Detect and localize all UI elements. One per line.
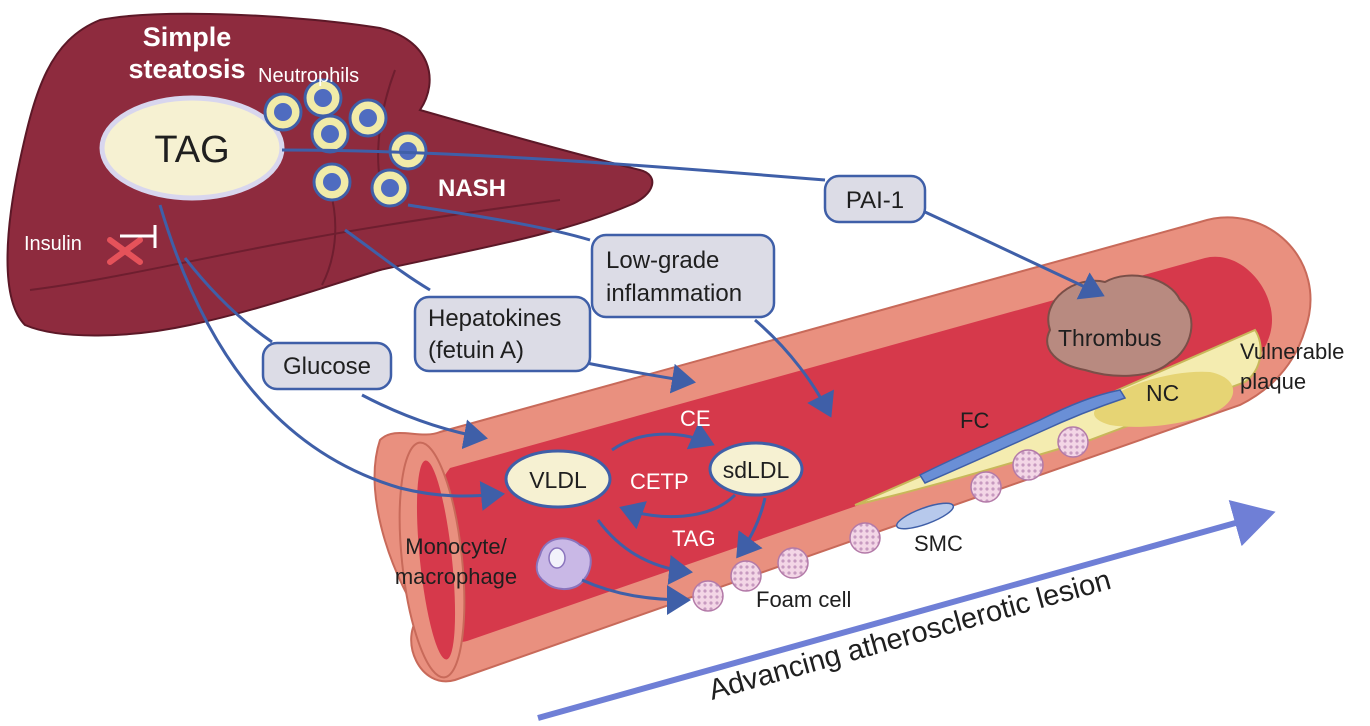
nc-label: NC — [1146, 380, 1179, 406]
blood-vessel — [373, 216, 1312, 683]
foam-cell — [730, 560, 762, 592]
liver-to-hepatokines-arrow — [344, 228, 431, 292]
fc-label: FC — [960, 408, 989, 433]
monocyte-label-line2: macrophage — [395, 564, 517, 589]
thrombus-label: Thrombus — [1058, 325, 1162, 351]
vldl-particle — [504, 449, 612, 509]
hepatokines-label-line1: Hepatokines — [428, 305, 561, 332]
necrotic-core — [1094, 371, 1234, 427]
low-grade-inflammation-box: Low-grade inflammation — [590, 233, 776, 319]
cetp-label: CETP — [630, 469, 689, 494]
sdldl-label: sdLDL — [723, 457, 790, 483]
simple-steatosis-line1: Simple — [143, 22, 232, 52]
vldl-label: VLDL — [529, 467, 587, 493]
tag-to-vldl-arrow — [158, 204, 505, 511]
vessel-tag-label: TAG — [672, 526, 716, 551]
smc-cell — [895, 502, 955, 530]
ce-arrow — [611, 421, 715, 452]
inflammation-to-vessel-arrow — [754, 318, 835, 418]
sdldl-particle — [708, 441, 804, 497]
tag-to-pai1-arrow — [281, 148, 826, 182]
monocyte-cell — [535, 537, 592, 590]
glucose-box: Glucose — [261, 341, 393, 391]
neutrophils — [263, 78, 428, 208]
liver-to-glucose-arrow — [183, 257, 273, 344]
fibrous-cap — [918, 389, 1127, 484]
monocyte-label-line1: Monocyte/ — [405, 534, 507, 559]
nash-to-inflammation-arrow — [407, 203, 591, 242]
tag-droplet — [99, 95, 285, 201]
pathway-arrows — [158, 148, 1105, 511]
glucose-to-vessel-arrow — [361, 393, 488, 450]
foam-cell — [777, 547, 809, 579]
nash-label: NASH — [438, 175, 506, 202]
hepatokines-box: Hepatokines (fetuin A) — [413, 295, 592, 373]
tag-label: TAG — [154, 129, 229, 171]
glucose-label: Glucose — [283, 353, 371, 380]
monocyte-to-foam-arrow — [581, 578, 691, 615]
foam-cell — [970, 471, 1002, 503]
foam-cell — [1012, 449, 1044, 481]
vulnerable-plaque-line1: Vulnerable — [1240, 339, 1344, 364]
pai1-to-thrombus-arrow — [924, 210, 1105, 300]
foam-cells — [692, 426, 1089, 612]
insulin-block-icon — [107, 225, 157, 265]
liver — [6, 12, 654, 337]
pai1-box: PAI-1 — [823, 174, 927, 224]
sdldl-to-foam-arrow — [736, 497, 767, 559]
pai1-label: PAI-1 — [846, 187, 904, 214]
ce-label: CE — [680, 406, 711, 431]
hepatokines-label-line2: (fetuin A) — [428, 337, 524, 364]
foam-cell — [1057, 426, 1089, 458]
advancing-lesion-label: Advancing atherosclerotic lesion — [705, 564, 1114, 707]
foam-cell — [849, 522, 881, 554]
tag-exchange-arrow — [619, 493, 737, 530]
simple-steatosis-line2: steatosis — [128, 54, 245, 84]
neutrophils-label: Neutrophils — [258, 65, 359, 87]
foam-cell-label: Foam cell — [756, 587, 851, 612]
low-grade-label-line2: inflammation — [606, 280, 742, 307]
vulnerable-plaque-line2: plaque — [1240, 369, 1306, 394]
low-grade-label-line1: Low-grade — [606, 247, 719, 274]
smc-label: SMC — [914, 531, 963, 556]
foam-cell — [692, 580, 724, 612]
insulin-label: Insulin — [24, 233, 82, 255]
vldl-to-foam-arrow — [596, 519, 693, 585]
